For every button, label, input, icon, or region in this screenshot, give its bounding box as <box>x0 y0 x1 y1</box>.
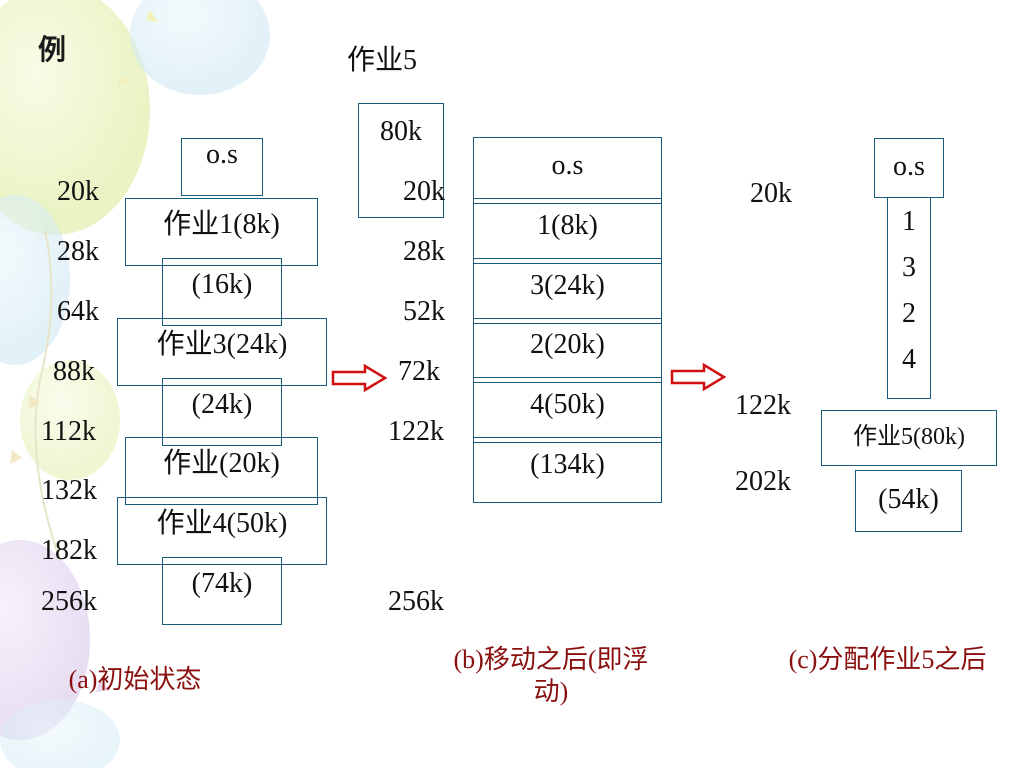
c-job-order: 1 3 2 4 <box>887 206 931 380</box>
b-caption: (b)移动之后(即浮动) <box>453 645 649 706</box>
a-addr-132k: 132k <box>41 475 97 506</box>
job5-title: 作业5 <box>347 45 418 76</box>
c-addr-202k: 202k <box>735 466 791 497</box>
b-divider <box>473 198 662 204</box>
a-free2-label: (24k) <box>191 389 253 420</box>
c-addr-122k: 122k <box>735 390 791 421</box>
c-os-box: o.s <box>874 138 944 198</box>
c-order-item: 3 <box>902 252 916 283</box>
b-row-job2: 2(20k) <box>530 329 605 360</box>
b-divider <box>473 437 662 443</box>
c-os-label: o.s <box>893 151 925 182</box>
c-order-item: 1 <box>902 206 916 237</box>
a-job3-box: 作业3(24k) <box>117 318 327 386</box>
a-os-label: o.s <box>206 139 238 170</box>
c-order-item: 4 <box>902 344 916 375</box>
b-row-job1: 1(8k) <box>537 210 598 241</box>
c-jobs-box <box>887 197 931 399</box>
c-free-label: (54k) <box>878 484 939 515</box>
b-addr-20k: 20k <box>403 176 445 207</box>
b-addr-122k: 122k <box>388 416 444 447</box>
a-job4-box: 作业4(50k) <box>117 497 327 565</box>
c-addr-20k: 20k <box>750 178 792 209</box>
a-addr-256k: 256k <box>41 586 97 617</box>
a-job1-box: 作业1(8k) <box>125 198 318 266</box>
b-addr-52k: 52k <box>403 296 445 327</box>
job5-size: 80k <box>380 116 422 147</box>
a-addr-28k: 28k <box>57 236 99 267</box>
a-addr-20k: 20k <box>57 176 99 207</box>
b-addr-72k: 72k <box>398 356 440 387</box>
a-addr-112k: 112k <box>41 416 96 447</box>
a-addr-182k: 182k <box>41 535 97 566</box>
right-arrow-icon <box>331 363 388 393</box>
b-addr-256k: 256k <box>388 586 444 617</box>
job5-box: 80k <box>358 103 444 218</box>
a-job2-label: 作业(20k) <box>163 448 280 479</box>
c-job5-box: 作业5(80k) <box>821 410 997 466</box>
b-row-job3: 3(24k) <box>530 270 605 301</box>
a-job1-label: 作业1(8k) <box>163 209 280 240</box>
a-addr-88k: 88k <box>53 356 95 387</box>
a-free2-box: (24k) <box>162 378 282 446</box>
a-job3-label: 作业3(24k) <box>156 329 288 360</box>
c-job5-label: 作业5(80k) <box>853 424 965 450</box>
c-order-item: 2 <box>902 298 916 329</box>
b-row-free: (134k) <box>530 449 605 480</box>
b-divider <box>473 258 662 264</box>
b-row-job4: 4(50k) <box>530 389 605 420</box>
a-free1-box: (16k) <box>162 258 282 326</box>
a-free3-box: (74k) <box>162 557 282 625</box>
a-addr-64k: 64k <box>57 296 99 327</box>
a-os-box: o.s <box>181 138 263 196</box>
b-divider <box>473 377 662 383</box>
a-free1-label: (16k) <box>191 269 253 300</box>
a-job2-box: 作业(20k) <box>125 437 318 505</box>
b-memory-column <box>473 137 662 503</box>
b-os-label: o.s <box>551 150 584 181</box>
b-divider <box>473 318 662 324</box>
a-job4-label: 作业4(50k) <box>156 508 288 539</box>
c-caption: (c)分配作业5之后 <box>788 645 987 674</box>
slide-title: 例 <box>38 33 67 66</box>
a-free3-label: (74k) <box>191 568 253 599</box>
b-addr-28k: 28k <box>403 236 445 267</box>
a-caption: (a)初始状态 <box>68 665 202 694</box>
right-arrow-icon <box>670 362 727 392</box>
c-free-box: (54k) <box>855 470 962 532</box>
